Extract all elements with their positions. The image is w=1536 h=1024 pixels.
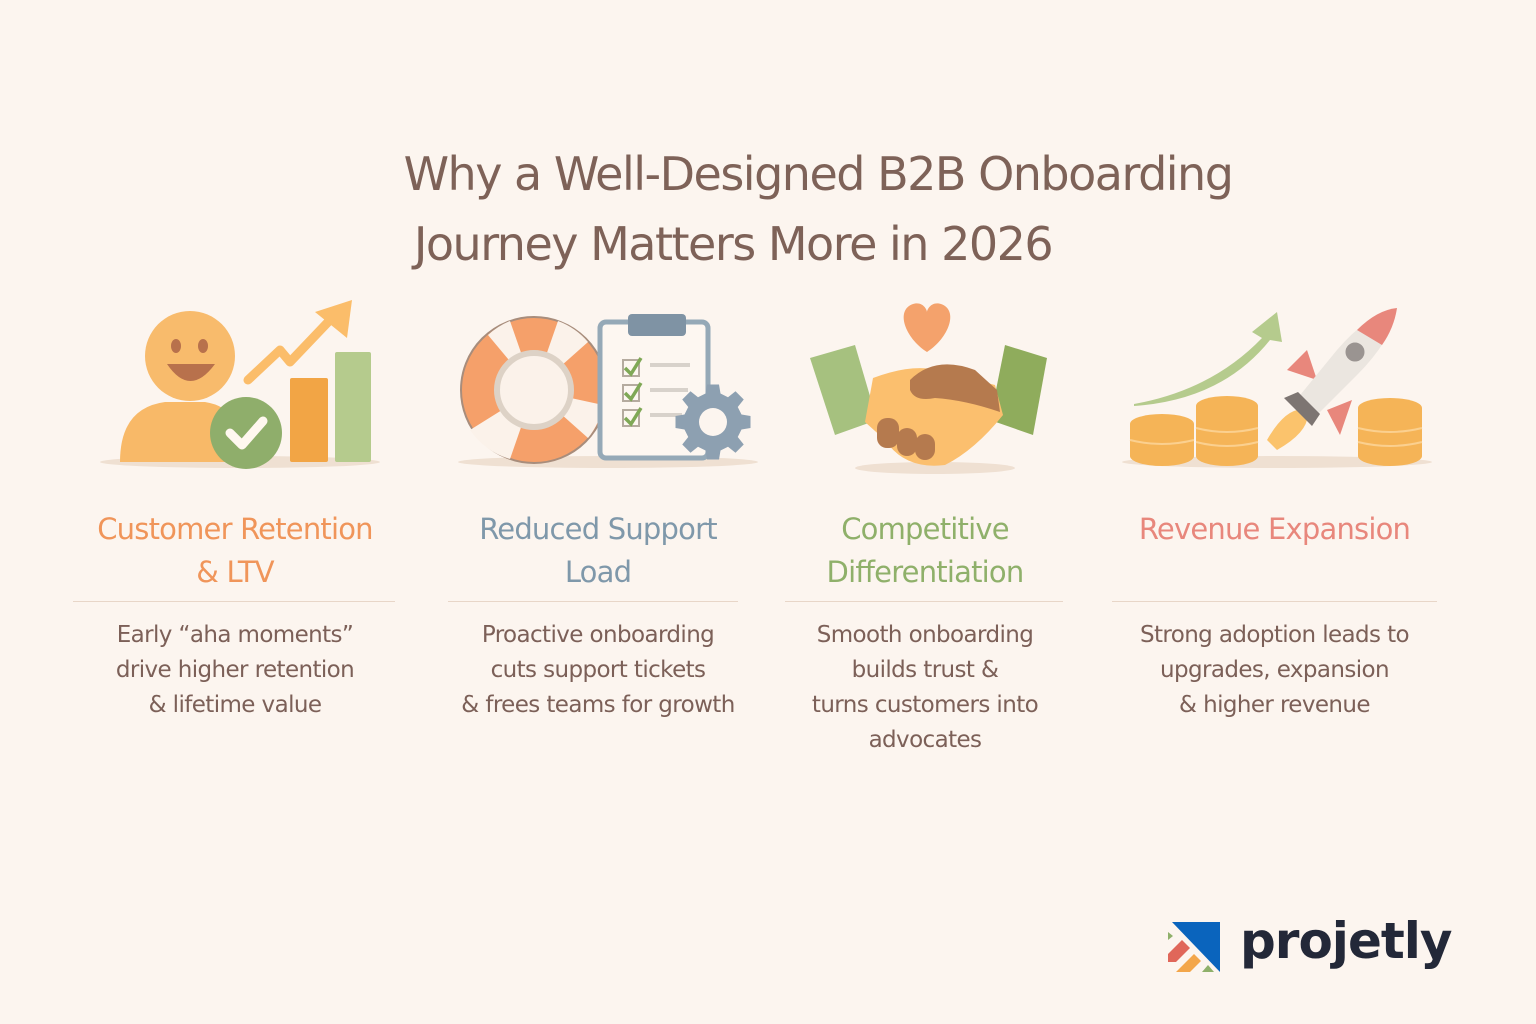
divider [785,601,1063,602]
handshake-heart-icon [810,303,1047,474]
divider [73,601,395,602]
brand-name: projetly [1240,912,1452,970]
lifebuoy-checklist-gear-icon [458,314,758,468]
card-description: Proactive onboarding cuts support ticket… [461,622,735,718]
divider [448,601,738,602]
card-description: Smooth onboarding builds trust & turns c… [811,622,1039,753]
card-description: Strong adoption leads to upgrades, expan… [1139,622,1410,718]
projetly-logo-icon [1168,922,1220,972]
page-title: Why a Well-Designed B2B Onboarding Journ… [0,139,1536,279]
card-heading: Customer Retention & LTV [97,512,373,589]
card-description: Early “aha moments” drive higher retenti… [115,622,355,718]
page-title-line-2: Journey Matters More in 2026 [413,216,1054,271]
rocket-coins-growth-icon [1122,308,1432,468]
smiling-customer-growth-chart-icon [100,300,380,469]
card-heading: Reduced Support Load [479,512,717,589]
divider [1112,601,1437,602]
card-heading: Competitive Differentiation [826,512,1025,589]
card-heading: Revenue Expansion [1138,512,1411,546]
page-title-line-1: Why a Well-Designed B2B Onboarding [403,146,1234,201]
